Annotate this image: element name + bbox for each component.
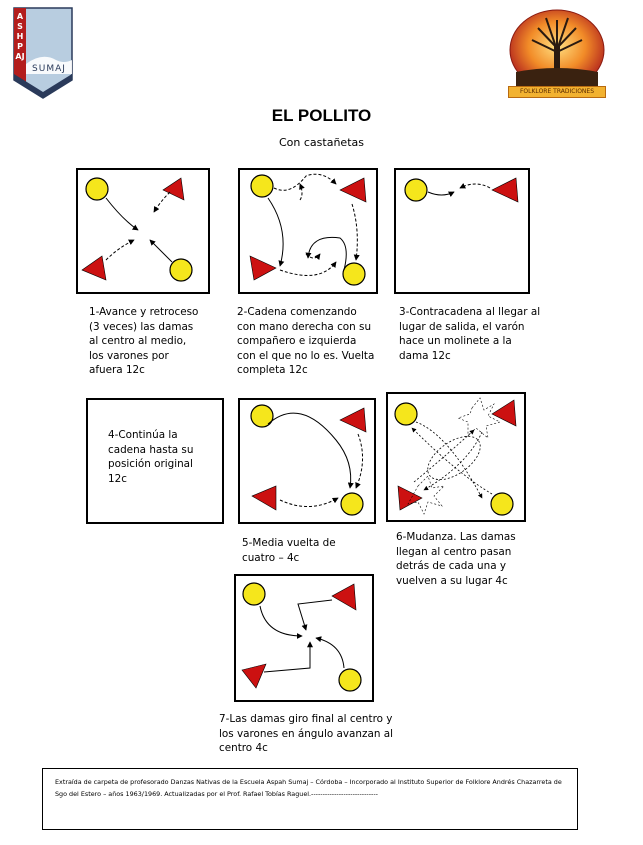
logo-band-text: FOLKLORE TRADICIONES	[508, 86, 606, 98]
page-title: EL POLLITO	[271, 106, 372, 125]
dama-2	[342, 262, 366, 286]
page-subtitle: Con castañetas	[279, 136, 364, 149]
figure-6-diagram	[386, 392, 526, 522]
source-footer: Extraída de carpeta de profesorado Danza…	[42, 768, 578, 830]
dama-1	[250, 404, 274, 428]
figure-4-box: 4-Continúa la cadena hasta su posición o…	[86, 398, 224, 524]
varon-1	[331, 583, 357, 611]
figure-6-caption: 6-Mudanza. Las damas llegan al centro pa…	[396, 531, 516, 587]
dama-1	[250, 174, 274, 198]
dama-2	[490, 492, 514, 516]
figure-3-caption: 3-Contracadena al llegar al lugar de sal…	[399, 306, 541, 362]
varon-1	[339, 407, 367, 433]
varon-2	[241, 663, 267, 689]
varon	[491, 177, 519, 203]
figure-2-diagram	[238, 168, 378, 294]
dama-2	[338, 668, 362, 692]
figure-5-caption: 5-Media vuelta de cuatro – 4c	[242, 537, 336, 564]
figure-1-diagram	[76, 168, 210, 294]
varon-2	[397, 485, 423, 511]
varon-1	[162, 177, 185, 201]
ashpaj-sumaj-logo: ASHPAJ SUMAJ	[12, 6, 74, 100]
figure-2-caption: 2-Cadena comenzando con mano derecha con…	[237, 306, 375, 377]
logo-bottom-text: SUMAJ	[32, 64, 66, 74]
figure-5-diagram	[238, 398, 376, 524]
folklore-tradiciones-logo: FOLKLORE TRADICIONES	[508, 6, 606, 98]
dama-2	[169, 258, 193, 282]
dama-1	[242, 582, 266, 606]
footer-text: Extraída de carpeta de profesorado Danza…	[55, 778, 562, 798]
dama-1	[394, 402, 418, 426]
figure-3-diagram	[394, 168, 530, 294]
varon-1	[491, 399, 517, 427]
varon-2	[81, 255, 107, 281]
dama-2	[340, 492, 364, 516]
varon-1	[339, 177, 367, 203]
figure-7-diagram	[234, 574, 374, 702]
dama-1	[85, 177, 109, 201]
figure-7-caption: 7-Las damas giro final al centro y los v…	[219, 713, 393, 755]
varon-2	[251, 485, 277, 511]
figure-1-caption: 1-Avance y retroceso (3 veces) las damas…	[89, 306, 199, 377]
dama	[404, 178, 428, 202]
figure-4-caption: 4-Continúa la cadena hasta su posición o…	[108, 429, 194, 485]
varon-2	[249, 255, 277, 281]
logo-vertical-text: ASHPAJ	[15, 12, 25, 61]
